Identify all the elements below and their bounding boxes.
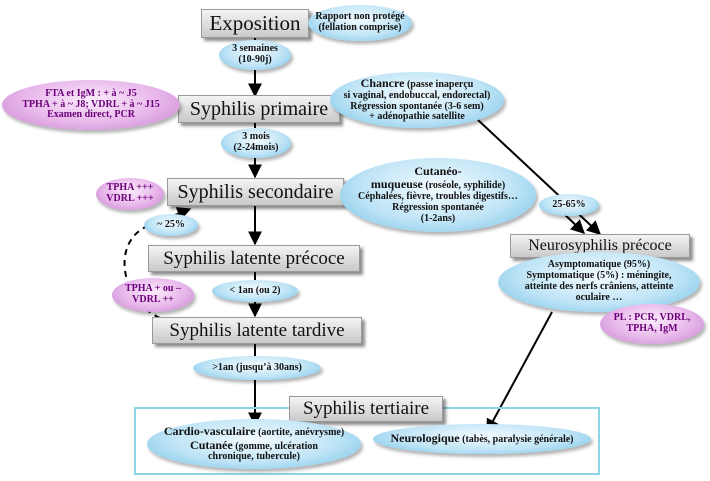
note-line: Chancre (passe inaperçu xyxy=(360,75,474,90)
percent-neuro: 25-65% xyxy=(539,194,599,216)
note-line: 3 mois xyxy=(242,131,270,143)
note-cutaneo: Cutanéo- muqueuse (roséole, syphilide) C… xyxy=(340,158,536,232)
note-line: VDRL +++ xyxy=(106,193,154,204)
arrow-neuro-neurologique xyxy=(486,311,553,434)
serology-primaire: FTA et IgM : + à ~ J5 TPHA + à ~ J8; VDR… xyxy=(2,80,180,130)
note-line: TPHA + à ~ J8; VDRL + à ~ J15 xyxy=(22,98,160,110)
delay-jusqua-30ans: >1an (jusqu’à 30ans) xyxy=(193,356,321,380)
note-line: Cardio-vasculaire (aortite, anévrysme) xyxy=(163,423,345,438)
note-line: 3 semaines xyxy=(232,43,278,55)
note-line: (fellation comprise) xyxy=(318,22,402,33)
note-line: Régression spontanée (3-6 sem) xyxy=(350,100,484,112)
note-line: si vaginal, endobuccal, endorectal) xyxy=(343,89,491,101)
delay-3-semaines: 3 semaines (10-90j) xyxy=(219,40,291,70)
note-pl: PL : PCR, VDRL, TPHA, IgM xyxy=(600,304,704,344)
note-line: muqueuse (roséole, syphilide) xyxy=(370,177,506,192)
stage-exposition: Exposition xyxy=(201,9,309,38)
note-line: Examen direct, PCR xyxy=(47,109,135,121)
note-line: VDRL ++ xyxy=(132,294,174,305)
stage-primaire: Syphilis primaire xyxy=(178,95,340,123)
delay-1-an: < 1an (ou 2) xyxy=(212,280,298,302)
note-chancre: Chancre (passe inaperçu si vaginal, endo… xyxy=(330,72,504,128)
note-line: chronique, tubercule) xyxy=(208,451,300,463)
note-line: atteinte des nerfs crâniens, atteinte xyxy=(524,281,674,292)
note-line: Cutanéo- xyxy=(414,164,462,179)
note-line: Symptomatique (5%) : méningite, xyxy=(526,270,672,282)
serology-latente: TPHA + ou – VDRL ++ xyxy=(112,278,194,312)
stage-secondaire: Syphilis secondaire xyxy=(167,178,344,206)
serology-secondaire: TPHA +++ VDRL +++ xyxy=(96,178,164,210)
note-line: TPHA, IgM xyxy=(626,323,678,334)
note-line: Asymptomatique (95%) xyxy=(547,259,651,271)
stage-tertiaire: Syphilis tertiaire xyxy=(289,396,443,422)
note-line: (1-2ans) xyxy=(420,212,456,224)
note-line: Cutanée (gomme, ulcération xyxy=(190,437,318,452)
note-line: Céphalées, fièvre, troubles digestifs… xyxy=(358,191,518,203)
note-line: Régression spontanée xyxy=(392,201,484,213)
note-line: TPHA + ou – xyxy=(125,283,181,295)
note-line: TPHA +++ xyxy=(106,182,154,194)
note-line: PL : PCR, VDRL, xyxy=(613,312,691,324)
delay-3-mois: 3 mois (2-24mois) xyxy=(221,128,291,158)
note-line: (2-24mois) xyxy=(233,142,279,153)
note-neuro-details: Asymptomatique (95%) Symptomatique (5%) … xyxy=(498,252,700,312)
note-line: Neurologique (tabès, paralysie générale) xyxy=(390,431,574,446)
percent-return: ~ 25% xyxy=(144,214,198,236)
stage-latente-tardive: Syphilis latente tardive xyxy=(152,317,362,344)
stage-latente-precoce: Syphilis latente précoce xyxy=(148,245,360,272)
note-line: (10-90j) xyxy=(238,54,272,65)
note-line: + adénopathie satellite xyxy=(369,111,465,123)
note-neurologique: Neurologique (tabès, paralysie générale) xyxy=(373,424,591,454)
note-rapport: Rapport non protégé (fellation comprise) xyxy=(308,5,412,41)
note-line: Rapport non protégé xyxy=(315,11,405,23)
note-line: oculaire … xyxy=(575,291,623,303)
note-cardio-cutanee: Cardio-vasculaire (aortite, anévrysme) C… xyxy=(147,419,361,469)
note-line: FTA et IgM : + à ~ J5 xyxy=(45,87,137,99)
